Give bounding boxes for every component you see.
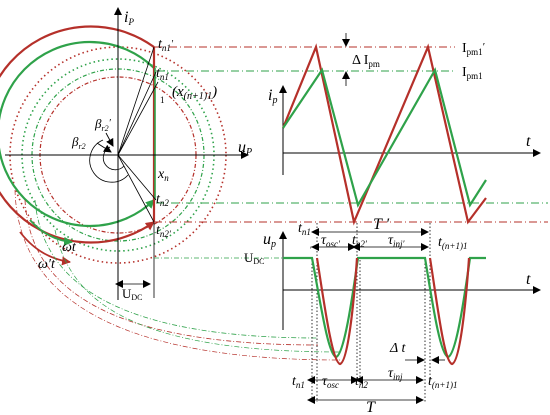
label-up-axis: uP — [238, 139, 252, 158]
label-T-prime: T ′ — [373, 216, 390, 233]
ray-to-tn2 — [117, 154, 157, 201]
label-up-right: up — [263, 231, 276, 250]
label-t-n11-mid: t(n+1)1 — [438, 235, 467, 251]
label-delta-ipm: Δ Ipm — [352, 53, 380, 69]
label-tn2-circle: tn2 — [156, 192, 169, 208]
label-ip-top: iP — [124, 9, 134, 27]
guide-curve-red2 — [14, 189, 341, 361]
label-x-n1: (x(n+1)1) — [172, 84, 217, 102]
label-ipm1p: Ipm1′ — [462, 41, 485, 57]
label-beta-r2: βr2 — [71, 134, 86, 151]
ip-red-waveform — [281, 43, 487, 226]
label-udc-right: UDC — [244, 250, 265, 266]
ray-to-tn1 — [117, 71, 157, 156]
guide-curve-green2 — [54, 229, 341, 353]
label-T: T — [366, 399, 376, 415]
angle-arc-arrow2 — [105, 132, 114, 147]
label-tn1-circle: tn1 — [156, 66, 169, 82]
label-tau-inj-p: τinj′ — [388, 233, 406, 249]
ip-green-waveform — [282, 67, 487, 208]
label-omega-p-t: ω′t — [38, 257, 56, 272]
label-xn: xn — [157, 167, 169, 183]
label-tick-prime: ′ — [310, 245, 312, 255]
label-ip-right: ip — [268, 87, 277, 106]
ray-to-x1 — [117, 81, 159, 156]
green-trajectory-arc — [0, 40, 155, 228]
up-green-waveform — [283, 256, 486, 359]
label-ipm1: Ipm1 — [462, 65, 483, 81]
label-delta-t: Δ t — [389, 341, 406, 356]
omega-t-arrow-green — [29, 219, 73, 246]
ray-to-tn1p — [117, 46, 155, 156]
label-beta-r2p: βr2′ — [94, 116, 112, 133]
label-tn2p: tn2′ — [156, 223, 172, 239]
label-tau-osc-p: τosc′ — [321, 233, 341, 249]
label-t-axis2: t — [526, 271, 531, 288]
guide-curve-green — [34, 199, 319, 339]
label-tn2-bot: tn2 — [355, 374, 368, 390]
label-tau-inj: τinj — [388, 366, 403, 382]
label-t-axis1: t — [526, 133, 531, 150]
label-tn1p: tn1′ — [158, 37, 174, 53]
label-tn1-bot: tn1 — [292, 374, 305, 390]
label-t-n11-bot: t(n+1)1 — [428, 374, 457, 390]
label-one: 1 — [160, 95, 165, 105]
angle-arc-arrow — [96, 142, 112, 153]
red-trajectory-arc — [0, 25, 155, 244]
label-tn2-mid: tn2′ — [352, 233, 368, 249]
label-udc-box: UDC — [122, 286, 143, 302]
label-tau-osc: τosc — [322, 374, 339, 390]
ray-to-tn2p — [117, 154, 155, 223]
angle-arc-outer — [89, 139, 129, 183]
label-omega-t: ωt — [62, 240, 77, 255]
label-tn1-mid: tn1 — [298, 221, 311, 237]
up-red-waveform — [315, 257, 471, 366]
guide-curve-red — [24, 199, 319, 346]
